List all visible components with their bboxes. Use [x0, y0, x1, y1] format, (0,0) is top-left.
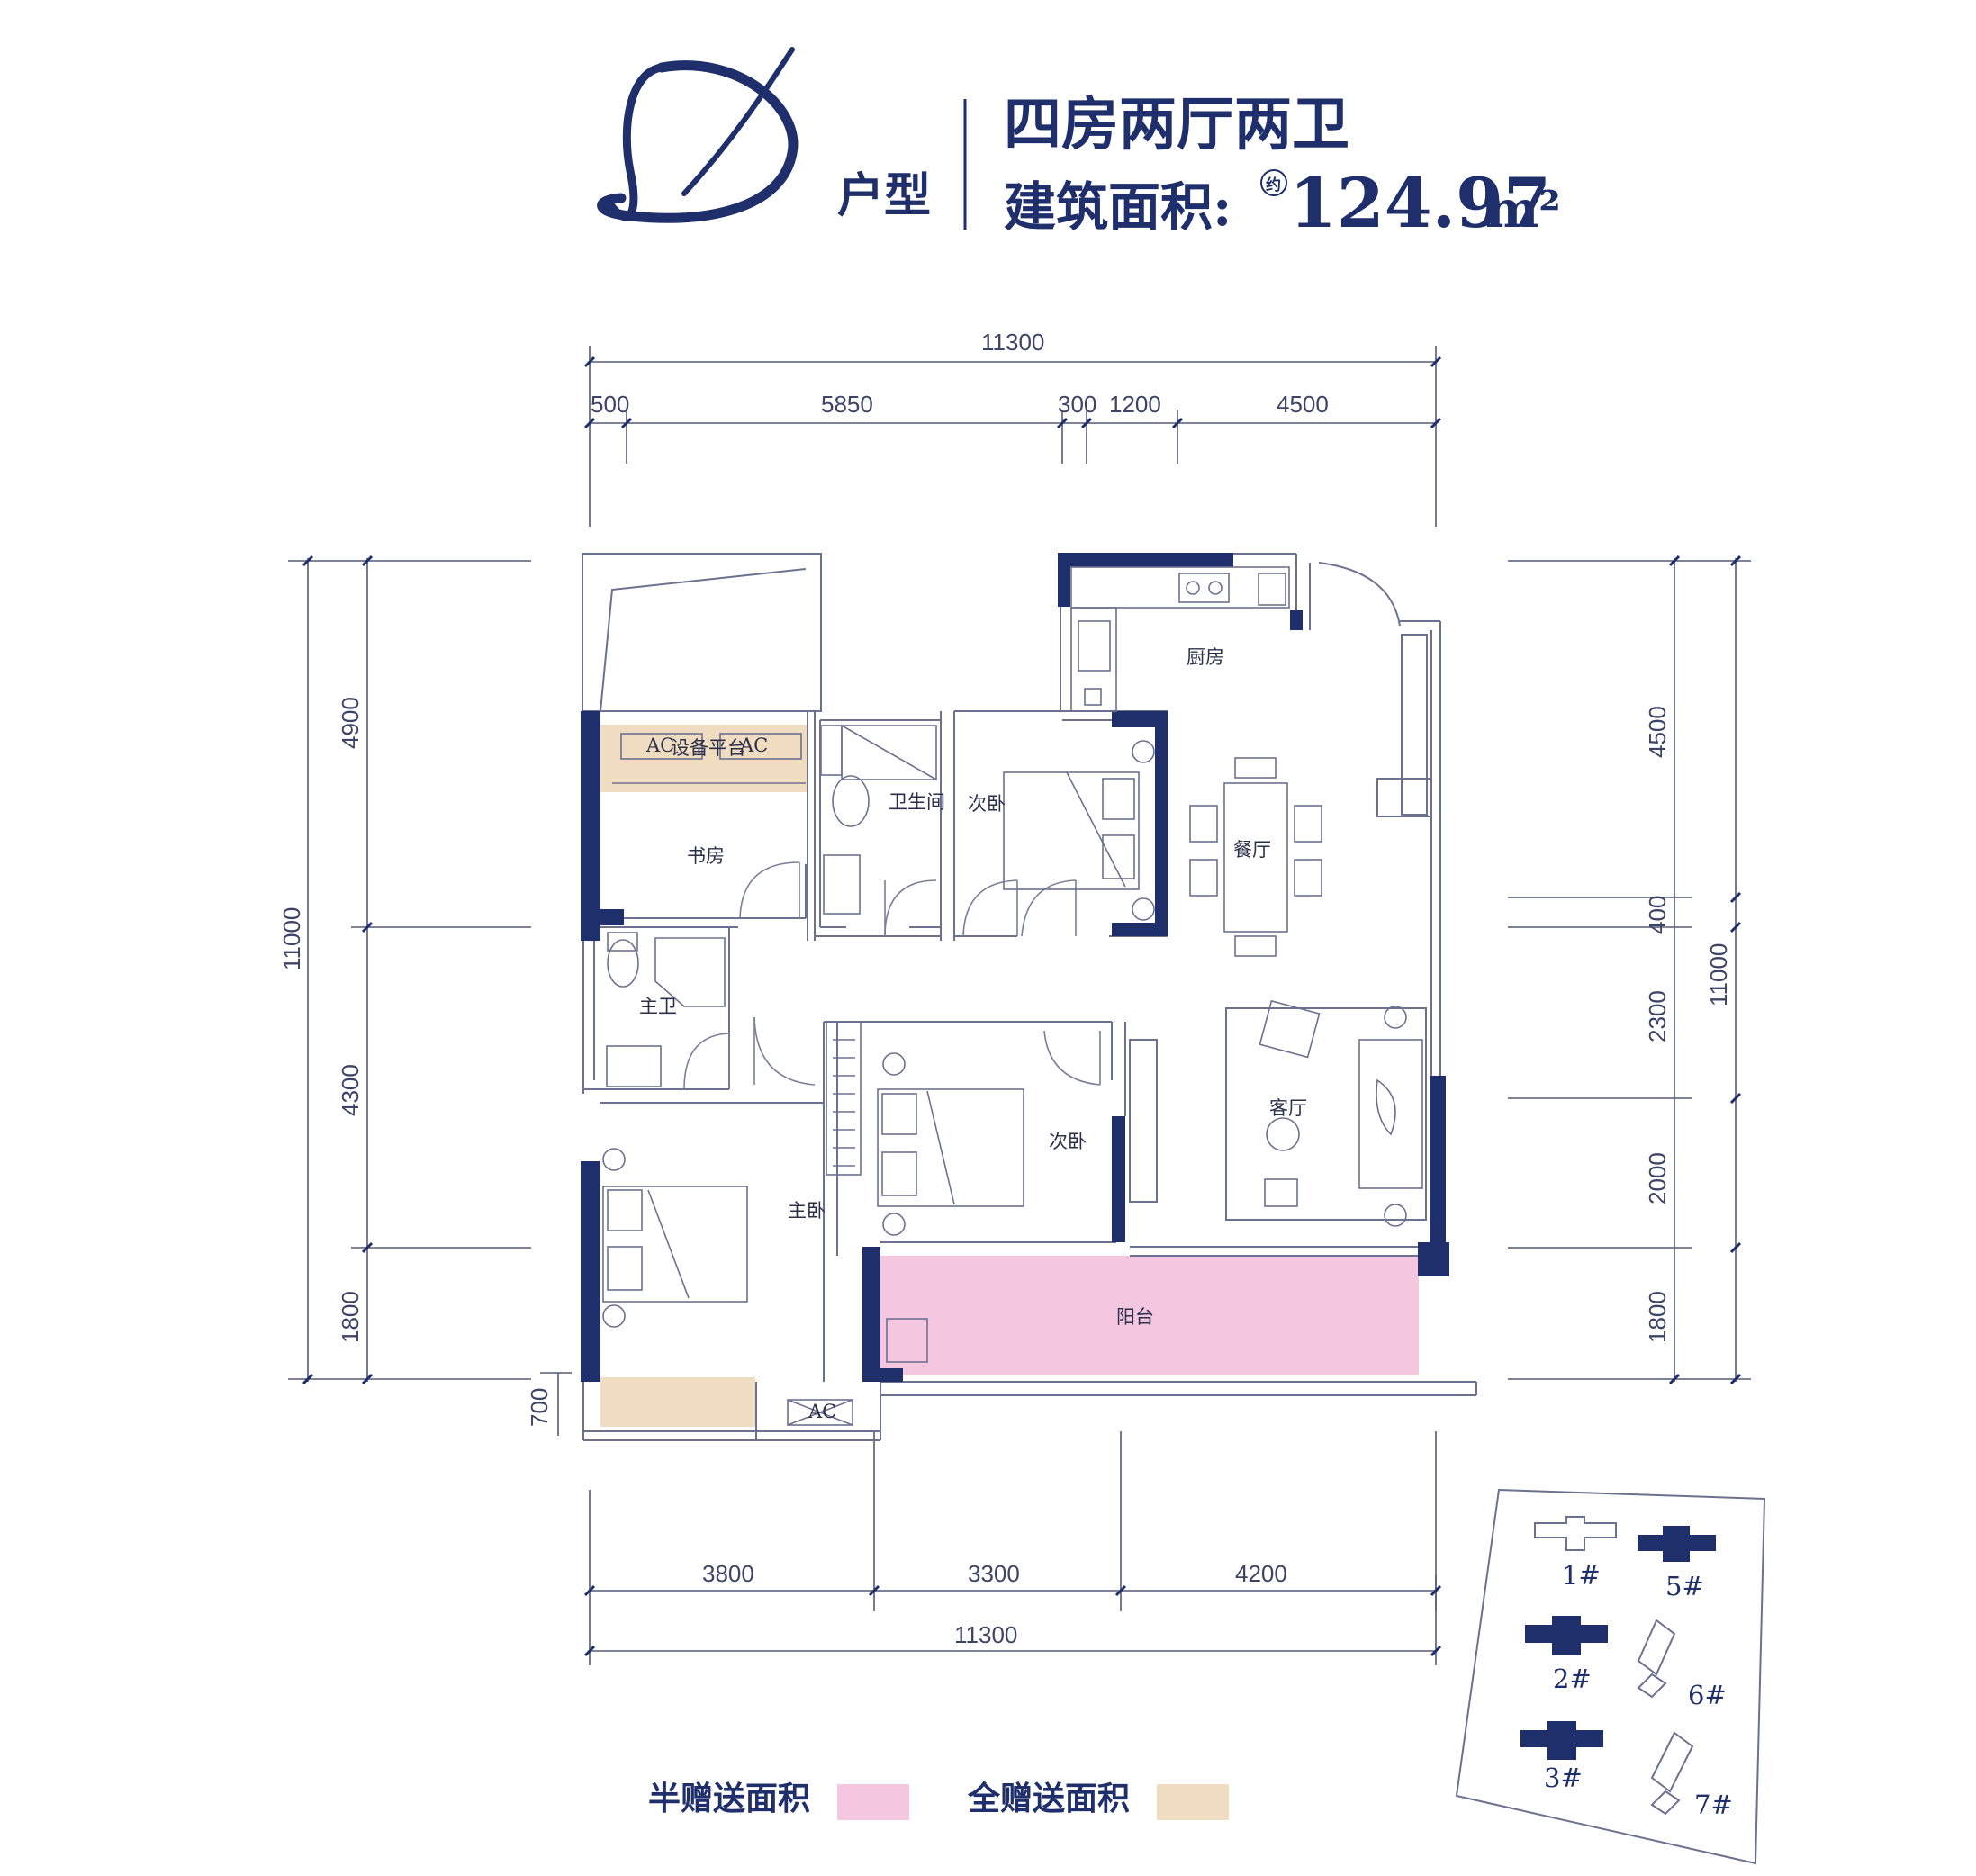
- area-unit: m²: [1485, 180, 1561, 239]
- room-bathroom: 卫生间: [889, 791, 945, 813]
- key-building-6: 6#: [1688, 1680, 1727, 1710]
- balcony-fill: [880, 1256, 1419, 1375]
- dim-bottom-3: 4200: [1235, 1560, 1287, 1587]
- room-balcony: 阳台: [1116, 1306, 1154, 1328]
- area-value: 124.97: [1289, 163, 1551, 243]
- room-equipment-platform: 设备平台: [671, 737, 746, 759]
- key-building-5: 5#: [1665, 1571, 1704, 1601]
- area-label: 建筑面积:: [1004, 176, 1232, 238]
- thick-walls: [581, 553, 1449, 1382]
- room-second-bedroom-south: 次卧: [1049, 1131, 1087, 1152]
- ac-label-1: AC: [645, 735, 674, 756]
- dim-left-2: 4300: [337, 1064, 364, 1116]
- legend-half-gift-swatch: [837, 1784, 909, 1820]
- legend-half-gift-label: 半赠送面积: [648, 1781, 810, 1817]
- area-approx: 约: [1266, 176, 1281, 194]
- dim-right-4: 2000: [1644, 1152, 1671, 1204]
- dim-top-1: 500: [591, 391, 629, 418]
- dim-left-total: 11000: [278, 907, 305, 970]
- key-building-2: 2#: [1553, 1664, 1592, 1694]
- fixtures: [602, 566, 1423, 1426]
- room-master-bath: 主卫: [639, 996, 677, 1017]
- dim-top-5: 4500: [1277, 391, 1329, 418]
- dim-top-3: 300: [1058, 391, 1096, 418]
- dim-right-2: 400: [1644, 896, 1671, 934]
- dim-bottom-2: 3300: [968, 1560, 1020, 1587]
- room-dining: 餐厅: [1233, 839, 1271, 861]
- ac-label-2: AC: [739, 735, 768, 756]
- key-building-1: 1#: [1562, 1560, 1601, 1591]
- approx-badge: [1260, 169, 1287, 196]
- dim-right-1: 4500: [1644, 706, 1671, 758]
- dim-bottom-1: 3800: [702, 1560, 754, 1587]
- dimension-lines: [288, 346, 1751, 1665]
- ac-label-3: AC: [808, 1401, 836, 1422]
- dim-right-3: 2300: [1644, 990, 1671, 1042]
- room-kitchen: 厨房: [1187, 646, 1224, 668]
- dimension-ticks: [302, 356, 1742, 1657]
- type-suffix: 户型: [837, 168, 931, 223]
- key-plan: [1455, 1488, 1766, 1865]
- dim-left-1: 4900: [337, 697, 364, 749]
- room-master-bedroom: 主卧: [788, 1200, 826, 1222]
- legend-full-gift-label: 全赠送面积: [967, 1780, 1130, 1817]
- bottom-ac-fill: [600, 1377, 755, 1427]
- dim-top-2: 5850: [821, 391, 873, 418]
- key-building-7: 7#: [1694, 1790, 1733, 1820]
- dim-left-4: 700: [526, 1388, 553, 1427]
- legend-full-gift-swatch: [1157, 1784, 1229, 1820]
- dim-top-total: 11300: [981, 329, 1044, 356]
- type-letter-d-logo: [597, 47, 799, 223]
- room-study: 书房: [687, 845, 725, 867]
- dim-right-5: 1800: [1644, 1291, 1671, 1343]
- dim-top-4: 1200: [1109, 391, 1161, 418]
- dim-bottom-total: 11300: [954, 1621, 1017, 1648]
- dim-left-3: 1800: [337, 1291, 364, 1343]
- room-living: 客厅: [1269, 1097, 1307, 1119]
- header: D 户型 四房两厅两卫 建筑面积: 约 124.97 m²: [597, 47, 1561, 243]
- door-swings: [683, 861, 1101, 1090]
- dim-right-total: 11000: [1705, 943, 1732, 1006]
- layout-title: 四房两厅两卫: [1004, 91, 1349, 158]
- key-building-3: 3#: [1544, 1763, 1583, 1793]
- room-second-bedroom-north: 次卧: [968, 793, 1006, 815]
